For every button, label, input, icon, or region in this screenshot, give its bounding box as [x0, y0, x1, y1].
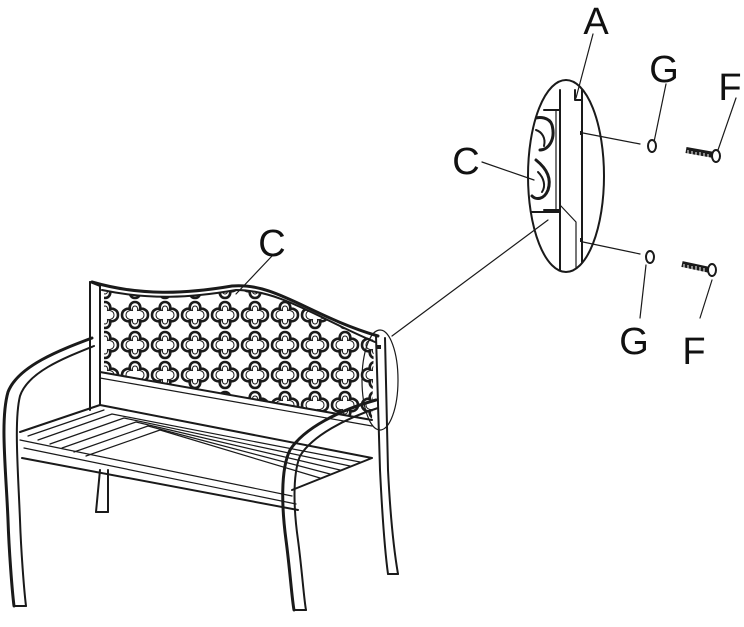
- label-washer-top-g: G: [649, 49, 679, 91]
- bolt-top-icon: [685, 147, 721, 163]
- washer-top-icon: [647, 139, 657, 153]
- hardware: [582, 132, 721, 277]
- seat-slats: [19, 404, 373, 511]
- label-detail-c: C: [452, 141, 479, 183]
- detail-circle: [527, 79, 605, 273]
- left-rear-leg: [95, 469, 109, 513]
- right-armrest: [281, 398, 379, 612]
- labels: C C A G F G F: [258, 1, 741, 373]
- left-armrest: [2, 336, 95, 608]
- backrest-lattice: [104, 290, 374, 420]
- right-back-post: [375, 335, 389, 471]
- label-washer-bottom-g: G: [619, 321, 649, 363]
- top-bolt-axis-line: [582, 132, 641, 145]
- right-rear-leg: [379, 469, 399, 575]
- bench: [2, 280, 399, 612]
- label-part-a: A: [583, 1, 609, 43]
- backrest-top-rail: [90, 280, 380, 343]
- detail-view: [527, 79, 605, 273]
- bolt-bottom-icon: [681, 261, 717, 277]
- label-bolt-top-f: F: [718, 67, 741, 109]
- label-bolt-bottom-f: F: [682, 331, 705, 373]
- bottom-bolt-axis-line: [582, 241, 641, 255]
- leader-lines: [235, 33, 737, 319]
- left-back-post: [89, 281, 101, 411]
- label-backrest-c: C: [258, 223, 285, 265]
- backrest-bottom-rail: [99, 371, 373, 421]
- washer-bottom-icon: [645, 250, 655, 264]
- bench-detail-circle: [361, 329, 399, 431]
- detail-connector-line: [391, 219, 549, 337]
